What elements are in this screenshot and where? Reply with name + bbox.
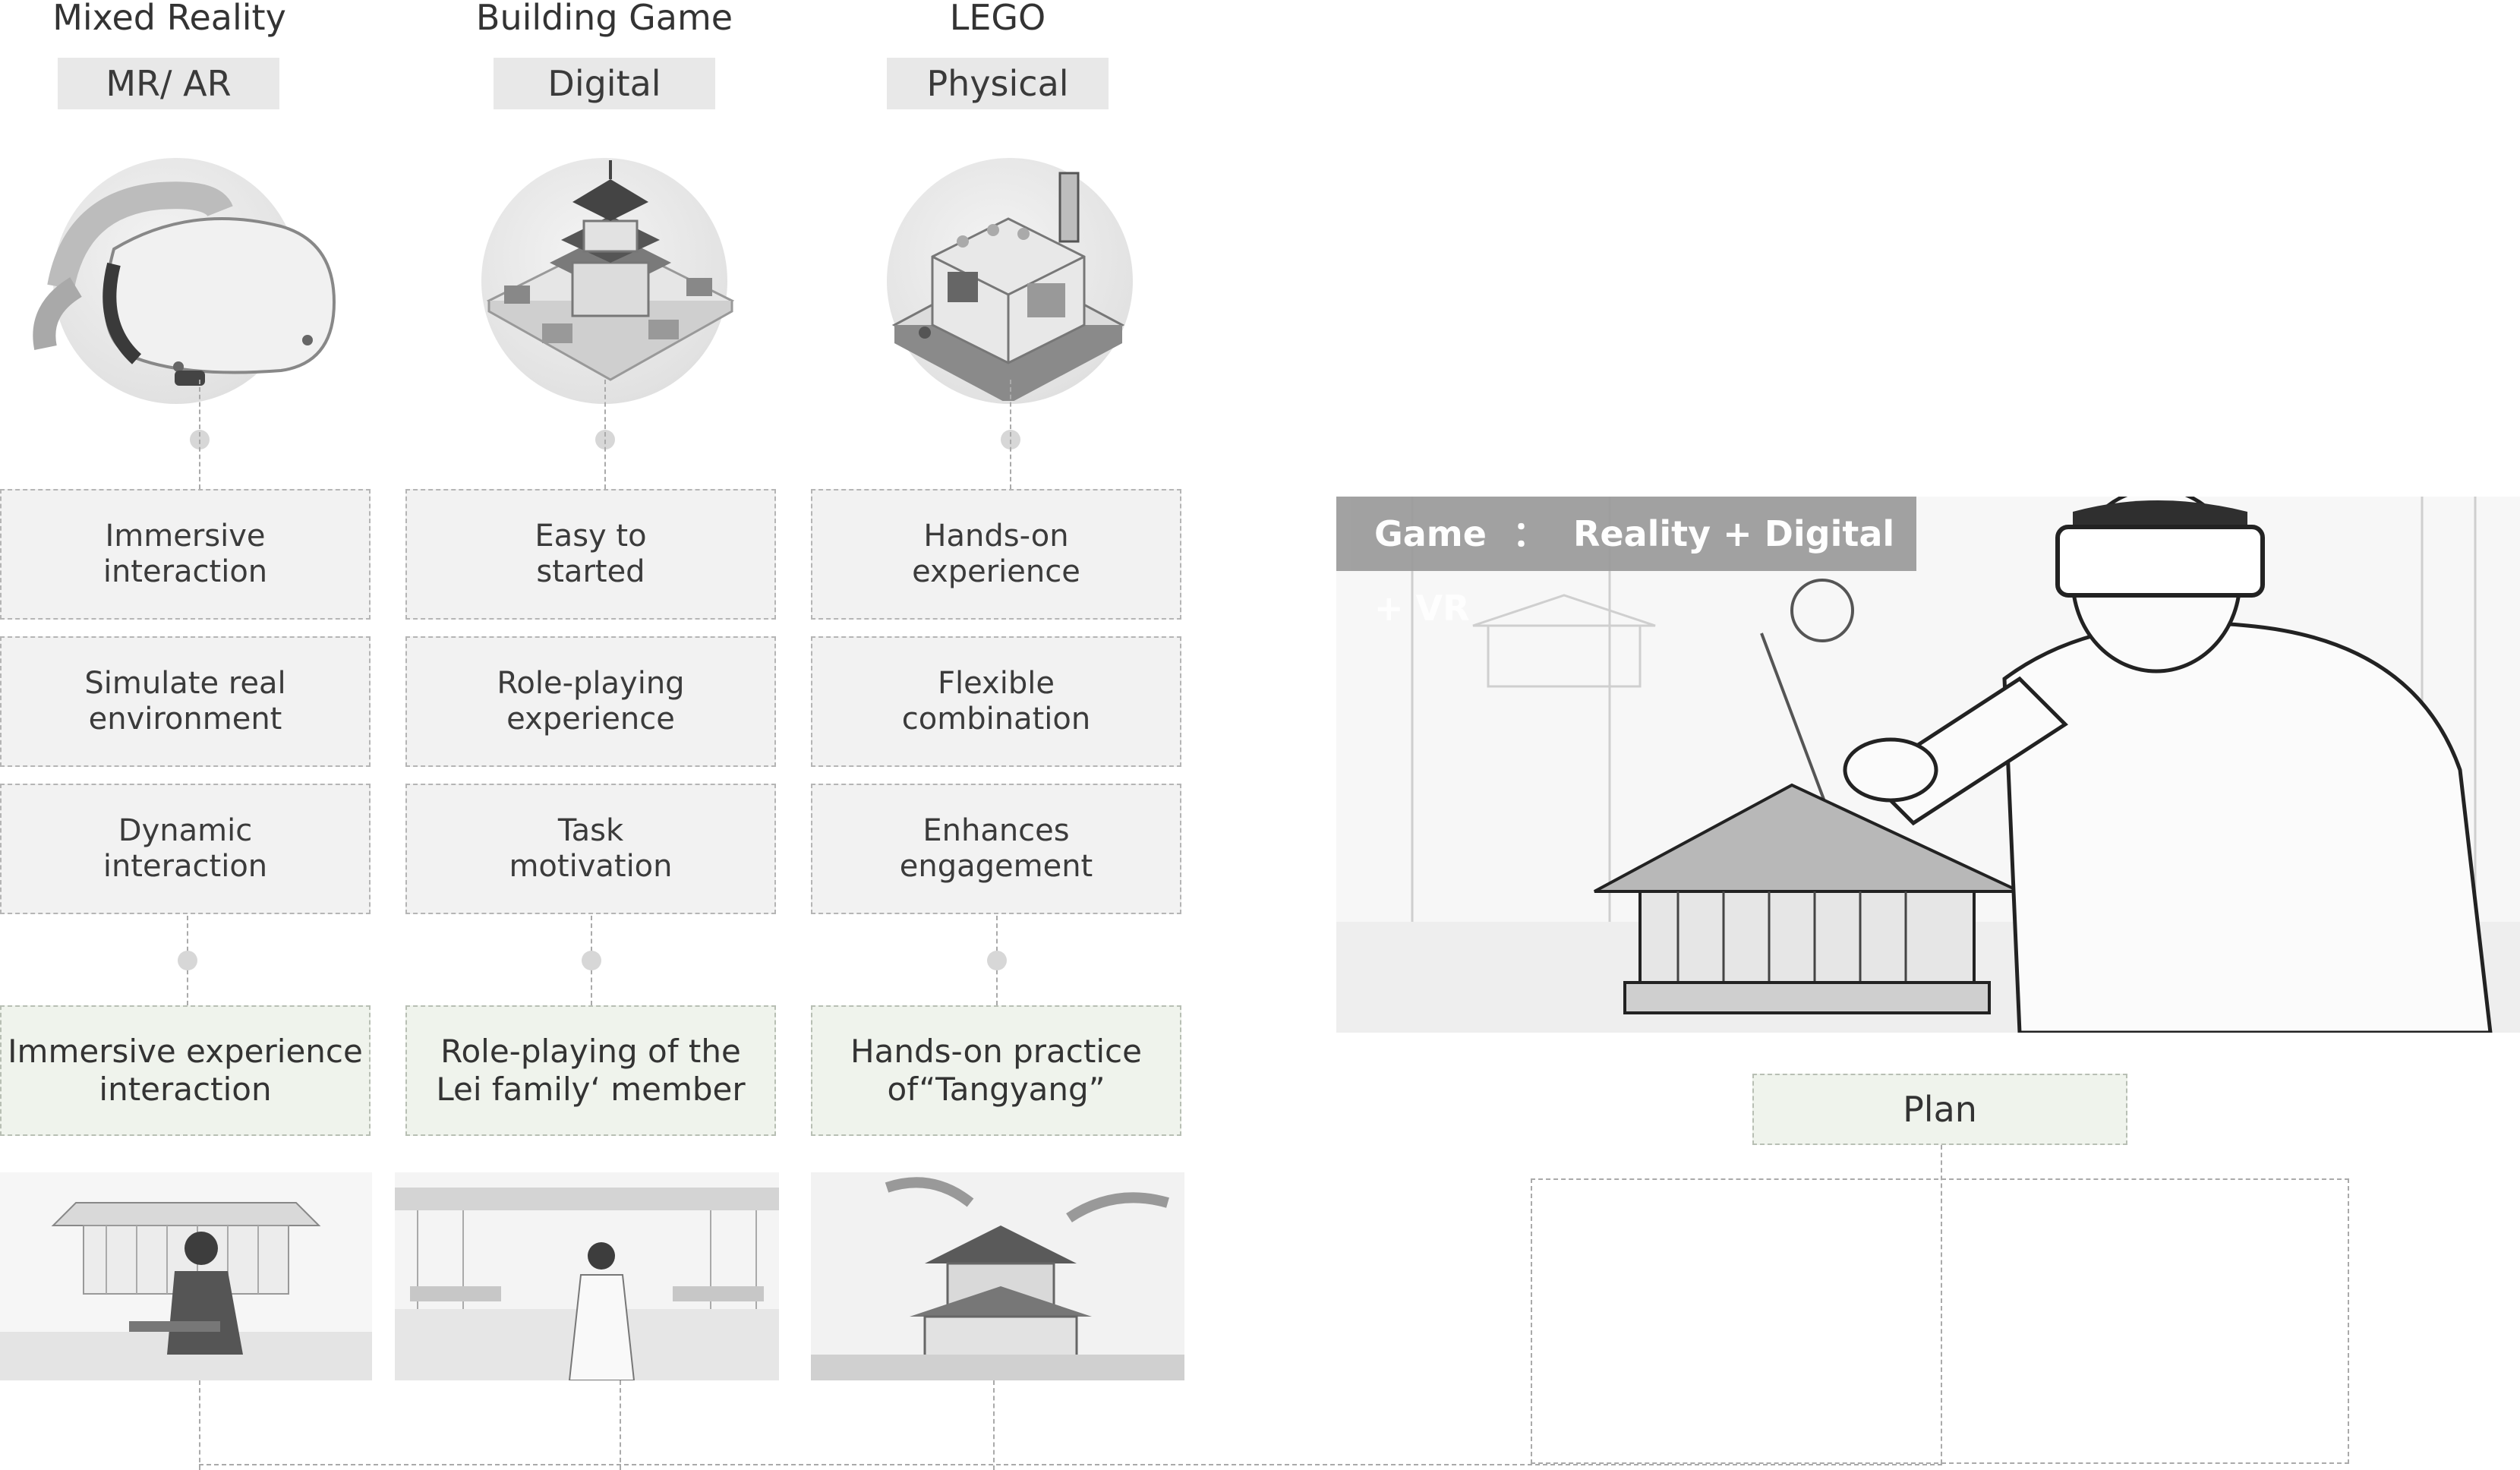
hero-caption-separator: ： [1512,513,1547,554]
connector-dot [178,951,197,970]
connector-dot [582,951,601,970]
hero-caption-formula: Reality + Digital + VR [1374,513,1895,629]
model-building-scene [811,1172,1184,1380]
lego-blocks-icon [887,158,1133,404]
hero-caption-bar: Game ： Reality + Digital + VR [1336,497,1916,629]
category-tag: MR/ AR [58,58,279,109]
plan-connector-line [1941,1145,1942,1464]
palace-courtyard-scene [395,1172,779,1380]
connector-line [199,380,200,489]
plan-label: Plan [1752,1074,2127,1145]
vr-headset-icon [33,158,336,404]
person-in-palace-scene [0,1172,372,1380]
connector-line [199,1380,200,1470]
connector-line [993,1380,995,1470]
category-tag: Physical [887,58,1109,109]
connector-dot [987,951,1007,970]
connector-line [604,380,606,489]
plan-frame [1531,1178,2349,1464]
connector-line [620,1380,621,1470]
column-title: Building Game [475,0,733,38]
bottom-connector-line [199,1464,1942,1465]
digital-pagoda-icon [481,158,735,404]
category-tag: Digital [494,58,715,109]
column-title: LEGO [949,0,1046,38]
vr-model-builder-illustration [1336,497,2520,1033]
connector-line [1010,380,1011,489]
hero-caption-prefix: Game [1374,513,1487,554]
column-title: Mixed Reality [52,0,286,38]
